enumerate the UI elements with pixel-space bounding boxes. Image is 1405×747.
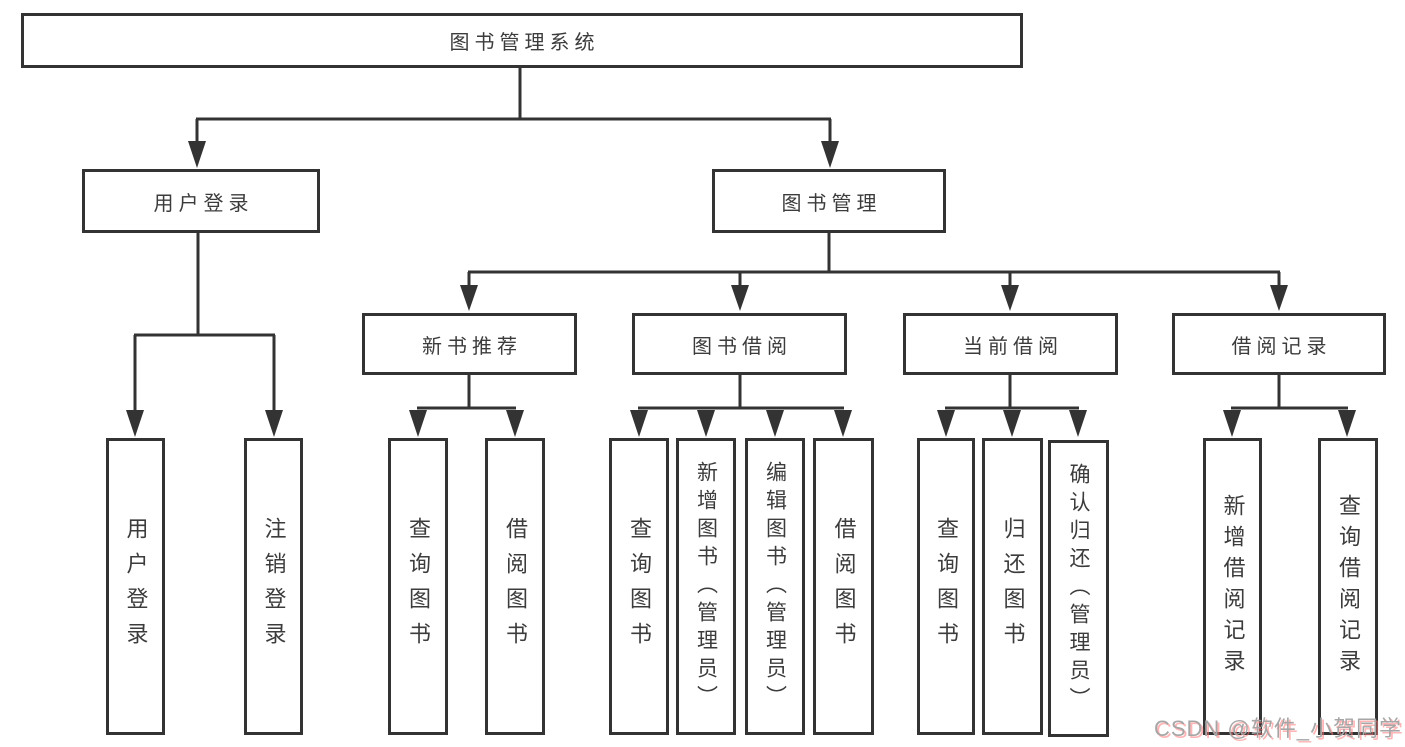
leaf-logout: 注销登录 [244, 438, 303, 735]
leaf-query-book-recommend-label: 查询图书 [406, 516, 431, 657]
leaf-add-book-admin-label: 新增图书（管理员） [694, 460, 718, 713]
node-new-book-recommend-label: 新书推荐 [422, 335, 522, 358]
node-current-borrow: 当前借阅 [903, 313, 1118, 375]
leaf-logout-label: 注销登录 [261, 516, 287, 657]
leaf-add-borrow-record: 新增借阅记录 [1203, 438, 1262, 735]
leaf-confirm-return-admin-label: 确认归还（管理员） [1067, 462, 1090, 715]
leaf-user-login: 用户登录 [106, 438, 165, 735]
leaf-add-borrow-record-label: 新增借阅记录 [1220, 493, 1246, 680]
leaf-borrow-book-recommend: 借阅图书 [485, 438, 545, 735]
node-user-login-label: 用户登录 [153, 192, 254, 215]
edge-borrow-records-to-leaves [1223, 375, 1356, 437]
leaf-query-book-recommend: 查询图书 [388, 438, 448, 735]
leaf-user-login-label: 用户登录 [123, 516, 149, 657]
leaf-return-book-label: 归还图书 [1000, 516, 1026, 657]
leaf-confirm-return-admin: 确认归还（管理员） [1048, 440, 1109, 737]
leaf-borrow-book-label: 借阅图书 [831, 516, 857, 657]
leaf-borrow-book: 借阅图书 [813, 438, 874, 735]
leaf-edit-book-admin: 编辑图书（管理员） [745, 438, 805, 735]
node-current-borrow-label: 当前借阅 [963, 335, 1063, 358]
edge-user-login-to-leaves [126, 233, 283, 437]
edge-current-borrow-to-leaves [937, 375, 1087, 437]
node-book-borrow-label: 图书借阅 [692, 335, 792, 358]
node-book-borrow: 图书借阅 [632, 313, 847, 375]
leaf-return-book: 归还图书 [982, 438, 1043, 735]
node-root-label: 图书管理系统 [449, 32, 600, 54]
leaf-query-book-current: 查询图书 [917, 438, 975, 735]
edge-new-book-recommend-to-leaves [409, 375, 524, 437]
leaf-query-borrow-record-label: 查询借阅记录 [1336, 493, 1361, 680]
edge-book-management-to-level3 [460, 233, 1288, 311]
node-root-system: 图书管理系统 [21, 13, 1023, 68]
leaf-borrow-book-recommend-label: 借阅图书 [503, 516, 528, 657]
node-book-management: 图书管理 [712, 169, 946, 233]
node-borrow-records-label: 借阅记录 [1231, 335, 1332, 358]
leaf-add-book-admin: 新增图书（管理员） [676, 438, 736, 735]
leaf-query-book-borrow: 查询图书 [609, 438, 669, 735]
csdn-watermark: CSDN @软件_小贺同学 [1153, 716, 1402, 741]
node-new-book-recommend: 新书推荐 [362, 313, 577, 375]
edge-book-borrow-to-leaves [630, 375, 852, 437]
leaf-edit-book-admin-label: 编辑图书（管理员） [763, 460, 787, 713]
node-book-management-label: 图书管理 [781, 192, 882, 215]
node-user-login: 用户登录 [82, 169, 320, 233]
edge-root-to-level2 [188, 68, 839, 168]
leaf-query-book-current-label: 查询图书 [934, 516, 959, 657]
leaf-query-book-borrow-label: 查询图书 [627, 516, 652, 657]
node-borrow-records: 借阅记录 [1172, 313, 1386, 375]
leaf-query-borrow-record: 查询借阅记录 [1318, 438, 1378, 735]
